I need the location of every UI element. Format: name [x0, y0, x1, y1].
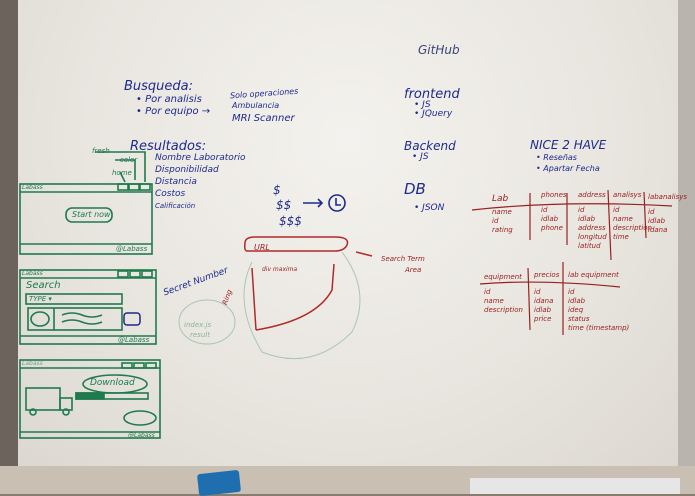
nice-to-have-item: • Apartar Fecha — [536, 164, 600, 173]
nice-to-have-title: NICE 2 HAVE — [530, 138, 607, 152]
landing-footer: @Labass — [116, 245, 148, 253]
index-js-label: index.js — [184, 321, 212, 329]
url-bar-label: URL — [254, 243, 270, 252]
busqueda-item: • Por analisis — [136, 94, 202, 105]
search-logo: Labass — [22, 270, 43, 277]
backend-title: Backend — [404, 139, 456, 153]
note-color: color — [120, 156, 138, 164]
search-title: Search — [26, 280, 61, 291]
resultados-item: Disponibilidad — [155, 165, 219, 175]
wireframe-sketch — [244, 236, 373, 331]
resultados-item: Calificación — [155, 202, 196, 210]
resultados-list: Nombre Laboratorio Disponibilidad Distan… — [155, 152, 246, 212]
frontend-item: • JQuery — [414, 109, 453, 119]
note-fresh: fresh — [92, 147, 110, 155]
resultados-item: Costos — [155, 189, 186, 199]
equipment-option: Ambulancia — [232, 101, 280, 110]
db-schema-lines — [471, 189, 673, 335]
wall-right — [678, 0, 695, 494]
price-level: $$$ — [279, 214, 302, 228]
price-level: $$ — [276, 198, 292, 212]
db-item: • JSON — [414, 203, 445, 213]
db-title: DB — [404, 180, 426, 198]
landing-sketch — [19, 151, 153, 255]
clock-icon — [303, 194, 346, 212]
frontend-title: frontend — [404, 87, 460, 102]
busqueda-title: Busqueda: — [124, 79, 194, 94]
price-level: $ — [273, 183, 281, 197]
frontend-item: • JS — [414, 100, 431, 110]
resultados-item: Nombre Laboratorio — [155, 153, 246, 163]
search-term-label: Search Term — [381, 255, 425, 263]
backend-item: • JS — [412, 152, 429, 162]
resultados-title: Resultados: — [130, 139, 207, 154]
wall-left — [0, 0, 18, 494]
download-sketch — [19, 359, 161, 439]
type-dropdown: TYPE ▾ — [29, 295, 52, 303]
whiteboard — [18, 0, 678, 466]
div-label: div maxima — [262, 266, 298, 273]
search-footer: @Labass — [118, 336, 150, 344]
download-logo: Labass — [22, 360, 43, 367]
equipment-option: MRI Scanner — [232, 113, 295, 124]
busqueda-item: • Por equipo → — [136, 106, 211, 117]
tray — [470, 478, 680, 494]
nice-to-have-item: • Reseñas — [536, 153, 577, 162]
download-footer: @Labass — [128, 432, 155, 439]
note-home: home — [112, 169, 132, 177]
area-label: Area — [405, 266, 422, 274]
resultados-item: Distancia — [155, 177, 197, 187]
result-label: result — [190, 331, 210, 339]
faded-marks — [178, 251, 361, 360]
search-sketch — [19, 269, 157, 345]
landing-logo: Labass — [22, 184, 43, 191]
start-now-button: Start now — [72, 210, 111, 219]
download-button: Download — [90, 378, 135, 388]
github-label: GitHub — [418, 43, 460, 57]
